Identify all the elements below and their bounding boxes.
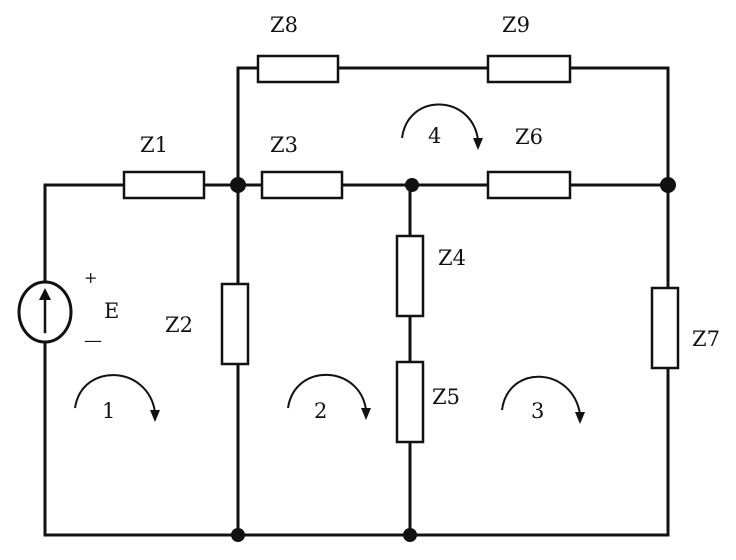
svg-text:Z5: Z5 [432,385,460,409]
svg-text:Z7: Z7 [692,327,720,351]
svg-text:Z9: Z9 [502,13,530,37]
node-c [660,177,676,193]
loop-3-arrow-icon [575,412,585,424]
loop-1-arrow-icon [150,410,160,422]
impedance-z4: Z4 [395,234,466,318]
svg-text:4: 4 [428,124,441,148]
loop-4: 4 [401,103,483,150]
svg-text:1: 1 [102,399,115,423]
svg-text:Z4: Z4 [438,246,466,270]
source-minus-sign: — [84,330,102,351]
loop-4-arrow-icon [473,138,483,150]
svg-text:Z3: Z3 [270,133,298,157]
loop-2-arrow-icon [361,408,371,420]
svg-text:Z6: Z6 [515,125,543,149]
impedance-z1: Z1 [122,133,206,200]
voltage-source-e: + E — [17,268,119,351]
svg-text:2: 2 [314,399,327,423]
impedance-z9: Z9 [486,13,572,84]
node-b [405,178,419,192]
impedance-z6: Z6 [486,125,572,200]
impedance-z7: Z7 [650,286,720,370]
source-label: E [104,299,119,323]
svg-text:Z1: Z1 [140,133,168,157]
node-a [230,177,246,193]
source-plus-sign: + [84,268,97,287]
impedance-z2: Z2 [165,282,250,366]
svg-text:3: 3 [531,399,544,423]
impedance-z3: Z3 [260,133,344,200]
loop-2: 2 [287,373,371,423]
impedance-z8: Z8 [256,13,340,84]
svg-text:Z8: Z8 [270,13,298,37]
node-d [231,528,245,542]
node-e [403,528,417,542]
svg-text:Z2: Z2 [165,313,193,337]
impedance-z5: Z5 [395,360,460,444]
loop-3: 3 [501,375,585,424]
wires [43,66,670,537]
junction-nodes [230,177,676,542]
source-arrow-icon [39,288,51,300]
loop-1: 1 [74,374,160,423]
